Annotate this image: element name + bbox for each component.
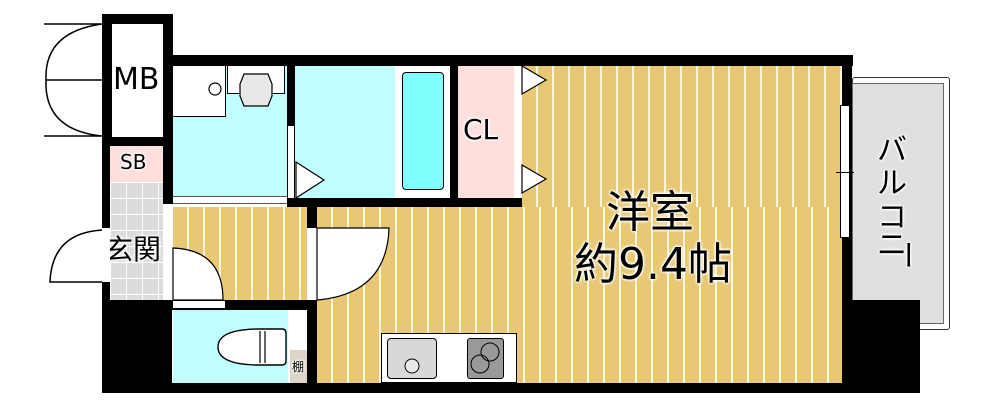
bath-door-triangle-icon [295,160,326,200]
entrance-door-gap [102,228,110,282]
entrance-inner-door-icon [172,247,224,301]
balcony-char-4: ニ [877,228,907,263]
closet-area [458,66,514,198]
balcony-window-divider [836,172,854,173]
wall-bath-closet [450,55,458,205]
western-room-floor-upper [522,66,842,207]
entrance-floor [110,182,163,300]
balcony-char-2: ル [877,166,907,201]
wall-main-top [163,55,853,66]
western-room-name: 洋室 [606,187,694,238]
wall-mb-bottom [102,137,172,146]
wall-mb-right [163,14,173,204]
meter-box-area [110,24,163,137]
meter-box-label: MB [113,62,160,97]
bath-door-frame [287,125,295,200]
closet-door-lower-icon [521,163,548,195]
mb-double-door-icon [44,23,103,137]
wall-hall-toilet [163,300,313,310]
shoe-box-area [110,146,163,182]
toilet-door-gap [173,300,225,308]
wall-bottom [102,383,920,393]
western-room-floor [317,207,842,383]
toilet-icon [217,328,287,366]
wall-wash-bath [287,55,295,125]
entrance-label: 玄関 [105,233,162,266]
wall-mb-top [102,14,172,24]
balcony-char-3: コ [877,200,907,235]
washroom-sliding-door [173,196,287,204]
closet-label: CL [463,113,499,146]
closet-door-frame [514,66,522,198]
wall-toilet-right [307,207,317,393]
balcony-window [840,105,850,238]
wall-block-bottom-left [102,300,172,393]
washing-machine-icon [239,73,273,107]
room-door-frame [307,228,317,300]
shelf-area [290,350,308,383]
closet-door-upper-icon [521,64,548,96]
room-door-icon [316,227,390,301]
bathtub [402,72,444,190]
entrance-step-line [163,207,165,300]
entrance-door-icon [49,229,105,283]
wall-block-balcony [852,300,920,393]
wall-wet-bottom [287,198,522,207]
wall-left-upper [102,14,110,304]
balcony-floor [852,83,944,324]
shoe-box-label: SB [120,150,147,174]
balcony-char-1: バ [877,133,907,168]
shelf-label: 棚 [292,360,305,374]
washbasin-drain-icon [208,82,222,96]
stove-burners-icon [470,342,500,374]
balcony-char-5: ー [888,240,923,270]
sink-drain-icon [404,358,420,374]
western-room-size: 約9.4帖 [574,239,732,290]
